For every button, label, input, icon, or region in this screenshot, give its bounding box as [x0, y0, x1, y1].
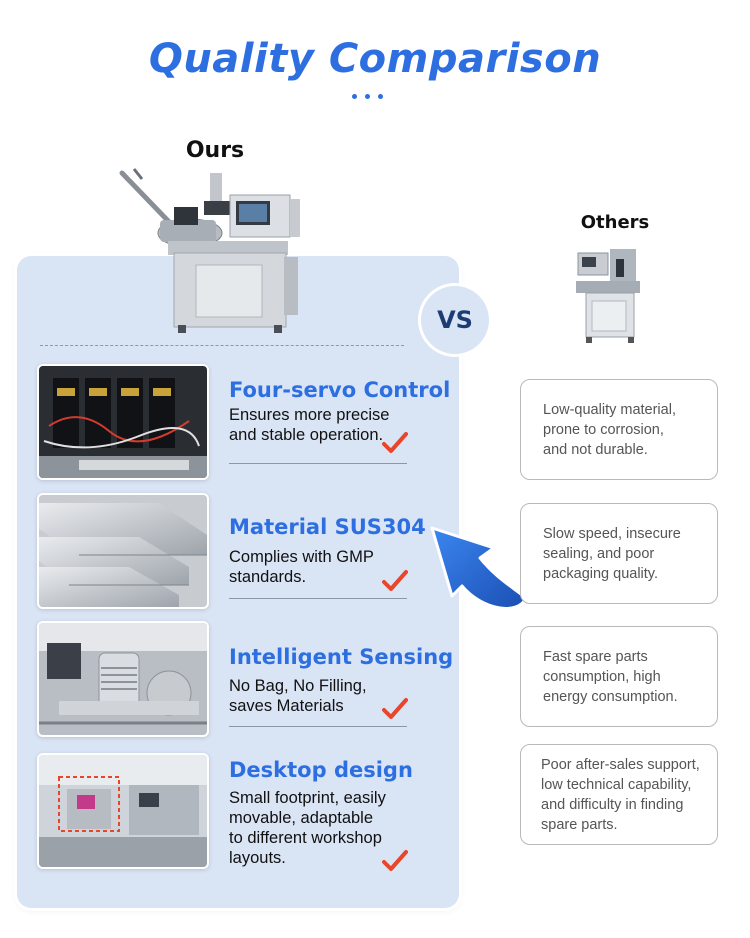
- feature-desc-servo: Ensures more precise and stable operatio…: [229, 406, 390, 444]
- others-item: Poor after-sales support, low technical …: [520, 744, 718, 845]
- others-item: Fast spare parts consumption, high energ…: [520, 626, 718, 727]
- feature-image-desktop: [37, 753, 209, 869]
- ours-label: Ours: [185, 138, 245, 163]
- feature-image-sensing: [37, 621, 209, 737]
- check-icon: [382, 698, 408, 719]
- feature-image-servo: [37, 364, 209, 480]
- vs-label: VS: [437, 306, 473, 334]
- others-machine-image: [576, 249, 640, 343]
- page-title: Quality Comparison: [148, 36, 602, 82]
- others-item-text: Slow speed, insecure sealing, and poor p…: [543, 525, 681, 582]
- feature-desc-desktop: Small footprint, easily movable, adaptab…: [229, 789, 386, 867]
- feature-title-material: Material SUS304: [229, 515, 426, 539]
- ours-machine-image: [119, 168, 300, 333]
- vs-badge: VS: [421, 286, 489, 354]
- check-icon: [382, 570, 408, 591]
- others-item-text: Poor after-sales support, low technical …: [541, 756, 700, 833]
- others-item-text: Low-quality material, prone to corrosion…: [543, 401, 676, 458]
- others-label: Others: [580, 212, 650, 233]
- feature-desc-material: Complies with GMP standards.: [229, 548, 374, 586]
- others-item: Low-quality material, prone to corrosion…: [520, 379, 718, 480]
- title-dots: [352, 94, 383, 99]
- check-icon: [382, 432, 408, 453]
- feature-underline: [229, 726, 407, 727]
- feature-image-steel: [37, 493, 209, 609]
- feature-title-desktop: Desktop design: [229, 758, 413, 782]
- check-icon: [382, 850, 408, 871]
- feature-desc-sensing: No Bag, No Filling, saves Materials: [229, 677, 367, 715]
- feature-title-servo: Four-servo Control: [229, 378, 451, 402]
- others-item-text: Fast spare parts consumption, high energ…: [543, 648, 678, 705]
- feature-underline: [229, 463, 407, 464]
- feature-title-sensing: Intelligent Sensing: [229, 645, 454, 669]
- panel-divider: [40, 345, 404, 346]
- others-item: Slow speed, insecure sealing, and poor p…: [520, 503, 718, 604]
- curved-arrow-icon: [430, 526, 528, 610]
- feature-underline: [229, 598, 407, 599]
